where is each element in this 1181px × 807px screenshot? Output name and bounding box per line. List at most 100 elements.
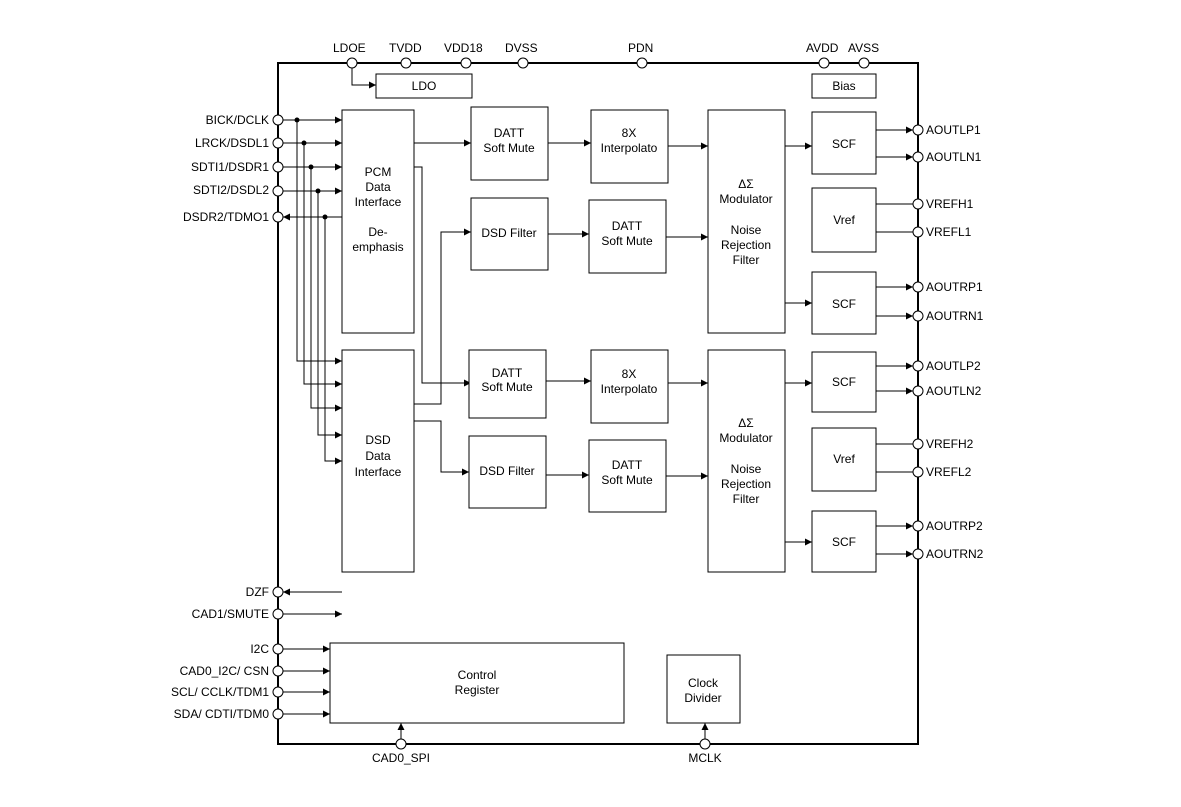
- pin-cad0: [272, 665, 284, 677]
- pin-label-ldoe: LDOE: [333, 41, 366, 55]
- interp1-label-1: 8X: [622, 126, 637, 140]
- dsd-if-label-3: Interface: [355, 465, 402, 479]
- pin-dzf: [272, 586, 284, 598]
- vref1-label: Vref: [833, 213, 855, 227]
- pin-dsdr2: [272, 211, 284, 223]
- pin-aoutrp1: [912, 281, 924, 293]
- pin-mclk: [699, 738, 711, 750]
- scf2-block: [811, 271, 877, 335]
- pin-label-avss: AVSS: [848, 41, 879, 55]
- scf1-block: [811, 111, 877, 175]
- datt4-block: [588, 439, 667, 513]
- pin-sdti1: [272, 161, 284, 173]
- dsdf2-label: DSD Filter: [479, 464, 534, 478]
- bias-label: Bias: [832, 79, 855, 93]
- pin-aoutlp1: [912, 124, 924, 136]
- pin-label-dzf: DZF: [246, 585, 269, 599]
- pin-aoutln2: [912, 385, 924, 397]
- pin-label-cad1: CAD1/SMUTE: [192, 607, 269, 621]
- dsdf1-block: [470, 197, 549, 271]
- pin-label-pdn: PDN: [628, 41, 653, 55]
- pin-label-bick: BICK/DCLK: [206, 113, 269, 127]
- scf3-label: SCF: [832, 375, 856, 389]
- mod1-label-3: Noise: [731, 223, 762, 237]
- pin-tvdd: [400, 57, 412, 69]
- dsdf2-block: [468, 435, 547, 509]
- scf2-label: SCF: [832, 297, 856, 311]
- interp2-label-1: 8X: [622, 367, 637, 381]
- scf4-label: SCF: [832, 535, 856, 549]
- interp1-label-2: Interpolato: [601, 141, 658, 155]
- pin-vrefh2: [912, 438, 924, 450]
- datt3-block: [468, 349, 547, 419]
- pin-label-sdti1: SDTI1/DSDR1: [191, 160, 269, 174]
- control-register-block: [329, 642, 625, 724]
- pin-label-aoutlp1: AOUTLP1: [926, 123, 981, 137]
- mod1-label-5: Filter: [733, 253, 760, 267]
- pin-aoutrn1: [912, 310, 924, 322]
- pin-label-dvss: DVSS: [505, 41, 538, 55]
- ldo-label: LDO: [412, 79, 437, 93]
- pin-dvss: [517, 57, 529, 69]
- mod1-label-4: Rejection: [721, 238, 771, 252]
- pin-label-aoutrn1: AOUTRN1: [926, 309, 984, 323]
- pin-label-cad0: CAD0_I2C/ CSN: [180, 664, 269, 678]
- pin-bick: [272, 114, 284, 126]
- mod2-label-5: Filter: [733, 492, 760, 506]
- pin-label-vrefh2: VREFH2: [926, 437, 974, 451]
- pin-label-aoutln2: AOUTLN2: [926, 384, 982, 398]
- vref2-block: [811, 427, 877, 492]
- datt2-block: [588, 199, 667, 274]
- ldo-block: [375, 73, 473, 99]
- pcm-label-4: De-: [368, 225, 387, 239]
- datt2-label-1: DATT: [612, 219, 643, 233]
- pcm-label-3: Interface: [355, 195, 402, 209]
- channel2-wires: [414, 362, 913, 558]
- datt3-label-1: DATT: [492, 366, 523, 380]
- dsd-if-label-1: DSD: [365, 433, 391, 447]
- pin-scl: [272, 686, 284, 698]
- dsdf1-label: DSD Filter: [481, 226, 536, 240]
- chip-outline: [277, 62, 919, 745]
- clock-label-1: Clock: [688, 676, 719, 690]
- scf4-block: [811, 510, 877, 573]
- pin-label-aoutlp2: AOUTLP2: [926, 359, 981, 373]
- pin-aoutln1: [912, 151, 924, 163]
- pin-label-dsdr2: DSDR2/TDMO1: [183, 210, 269, 224]
- scf3-block: [811, 351, 877, 413]
- pcm-interface-block: [341, 109, 415, 334]
- pin-label-sda: SDA/ CDTI/TDM0: [174, 707, 270, 721]
- pin-label-sdti2: SDTI2/DSDL2: [193, 183, 269, 197]
- mod2-label-2: Modulator: [719, 431, 772, 445]
- pin-aoutlp2: [912, 360, 924, 372]
- pin-cad0-spi: [395, 738, 407, 750]
- dsd-if-label-2: Data: [365, 449, 391, 463]
- pin-aoutrn2: [912, 548, 924, 560]
- pin-ldoe: [346, 57, 358, 69]
- pin-sdti2: [272, 185, 284, 197]
- control-label-2: Register: [455, 683, 500, 697]
- mod2-label-3: Noise: [731, 462, 762, 476]
- top-pins: LDOE TVDD VDD18 DVSS PDN AVDD AVSS: [333, 41, 879, 69]
- pin-vrefl2: [912, 466, 924, 478]
- pin-label-vrefh1: VREFH1: [926, 197, 974, 211]
- mod2-block: [707, 349, 786, 573]
- pin-i2c: [272, 643, 284, 655]
- pin-label-scl: SCL/ CCLK/TDM1: [171, 685, 269, 699]
- control-pins: I2C CAD0_I2C/ CSN SCL/ CCLK/TDM1 SDA/ CD…: [171, 642, 330, 721]
- interp2-label-2: Interpolato: [601, 382, 658, 396]
- pin-cad1: [272, 608, 284, 620]
- channel1-wires: [414, 126, 913, 405]
- datt2-label-2: Soft Mute: [601, 234, 653, 248]
- datt4-label-1: DATT: [612, 458, 643, 472]
- datt3-label-2: Soft Mute: [481, 380, 533, 394]
- pin-label-vrefl1: VREFL1: [926, 225, 972, 239]
- left-input-pins: BICK/DCLK LRCK/DSDL1 SDTI1/DSDR1 SDTI2/D…: [183, 113, 284, 224]
- pin-avdd: [818, 57, 830, 69]
- pin-vrefh1: [912, 198, 924, 210]
- dsd-interface-block: [341, 349, 415, 573]
- control-label-1: Control: [458, 668, 497, 682]
- pin-label-i2c: I2C: [250, 642, 269, 656]
- pin-label-tvdd: TVDD: [389, 41, 422, 55]
